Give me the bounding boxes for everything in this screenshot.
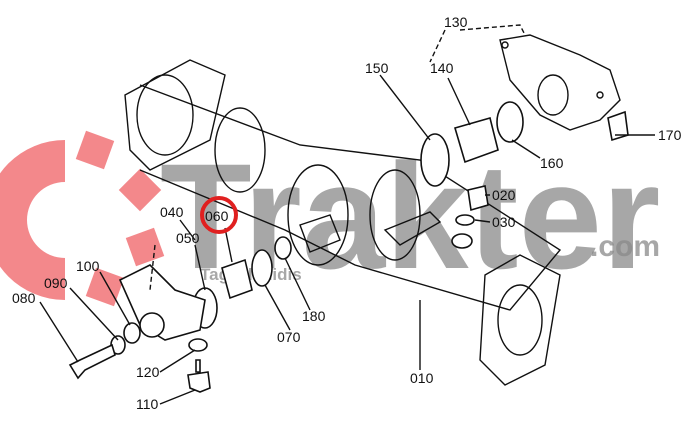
label-090: 090	[44, 275, 68, 291]
bushing-060	[221, 258, 253, 300]
label-040: 040	[160, 204, 184, 220]
watermark-domain: .com	[590, 230, 660, 263]
label-050: 050	[176, 230, 200, 246]
label-180: 180	[302, 308, 326, 324]
thrust-washer-160	[496, 101, 524, 143]
label-010: 010	[410, 370, 434, 386]
label-070: 070	[277, 329, 301, 345]
plug-020	[467, 185, 489, 212]
label-110: 110	[136, 396, 159, 412]
highlight-circle	[200, 196, 238, 234]
bolt-080	[68, 343, 116, 380]
bolt-110	[187, 359, 211, 393]
pivot-boss	[139, 312, 165, 338]
label-160: 160	[540, 155, 564, 171]
bushing-140	[454, 117, 499, 164]
label-140: 140	[430, 60, 454, 76]
label-100: 100	[76, 258, 100, 274]
washer-120	[188, 338, 208, 352]
label-060: 060	[205, 208, 229, 224]
label-120: 120	[136, 364, 160, 380]
label-030: 030	[492, 214, 516, 230]
label-020: 020	[492, 187, 516, 203]
label-170: 170	[658, 127, 682, 143]
washer-030	[455, 214, 475, 226]
label-080: 080	[12, 290, 36, 306]
axle-housing-010	[124, 59, 562, 386]
label-130: 130	[444, 14, 468, 30]
trakter-logo-gear-icon	[0, 130, 165, 307]
o-ring-070	[251, 249, 273, 287]
o-ring-150	[420, 133, 450, 187]
bracket-130	[499, 34, 621, 131]
collar-180	[274, 236, 292, 260]
nut	[451, 233, 473, 249]
leader-lines	[39, 24, 655, 405]
bolt-170	[607, 110, 629, 142]
watermark-sub: Tagkalenidis	[200, 265, 302, 284]
label-150: 150	[365, 60, 389, 76]
washer-100	[123, 322, 141, 344]
